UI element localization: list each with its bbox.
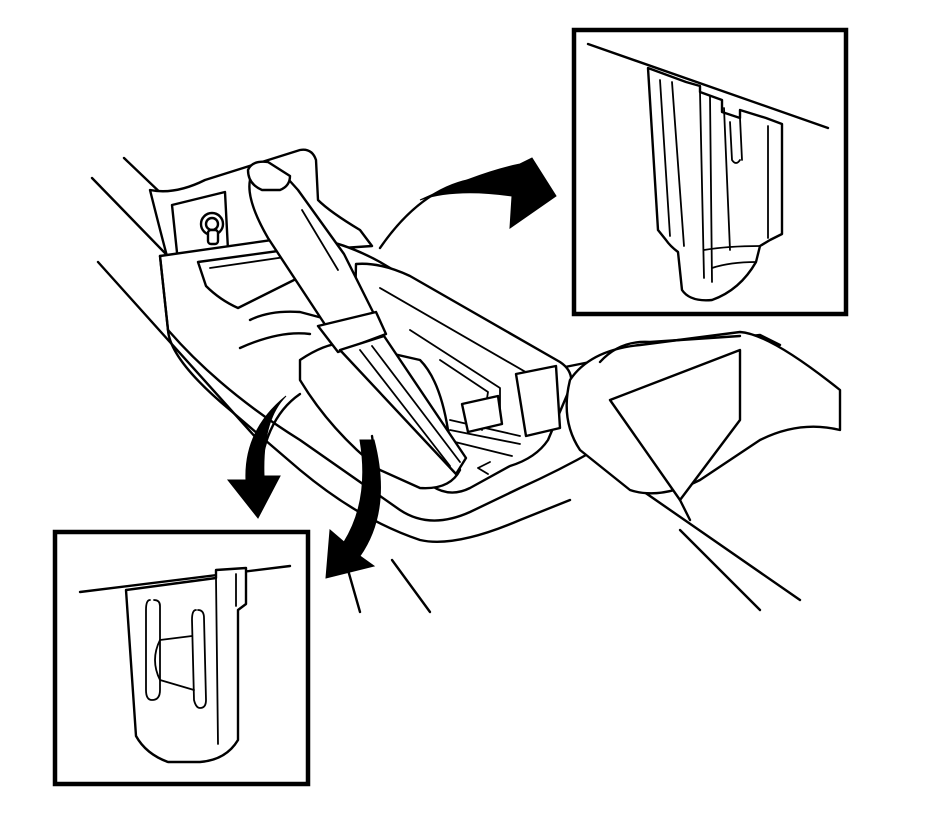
- parking-brake-lever: [246, 160, 468, 476]
- clip-detail-inset-bottom: [52, 529, 311, 787]
- curved-arrow-icon: [378, 157, 557, 250]
- clip-detail-inset-top: [571, 27, 849, 317]
- curved-arrow-icon: [325, 434, 381, 579]
- curved-arrow-icon: [226, 392, 302, 519]
